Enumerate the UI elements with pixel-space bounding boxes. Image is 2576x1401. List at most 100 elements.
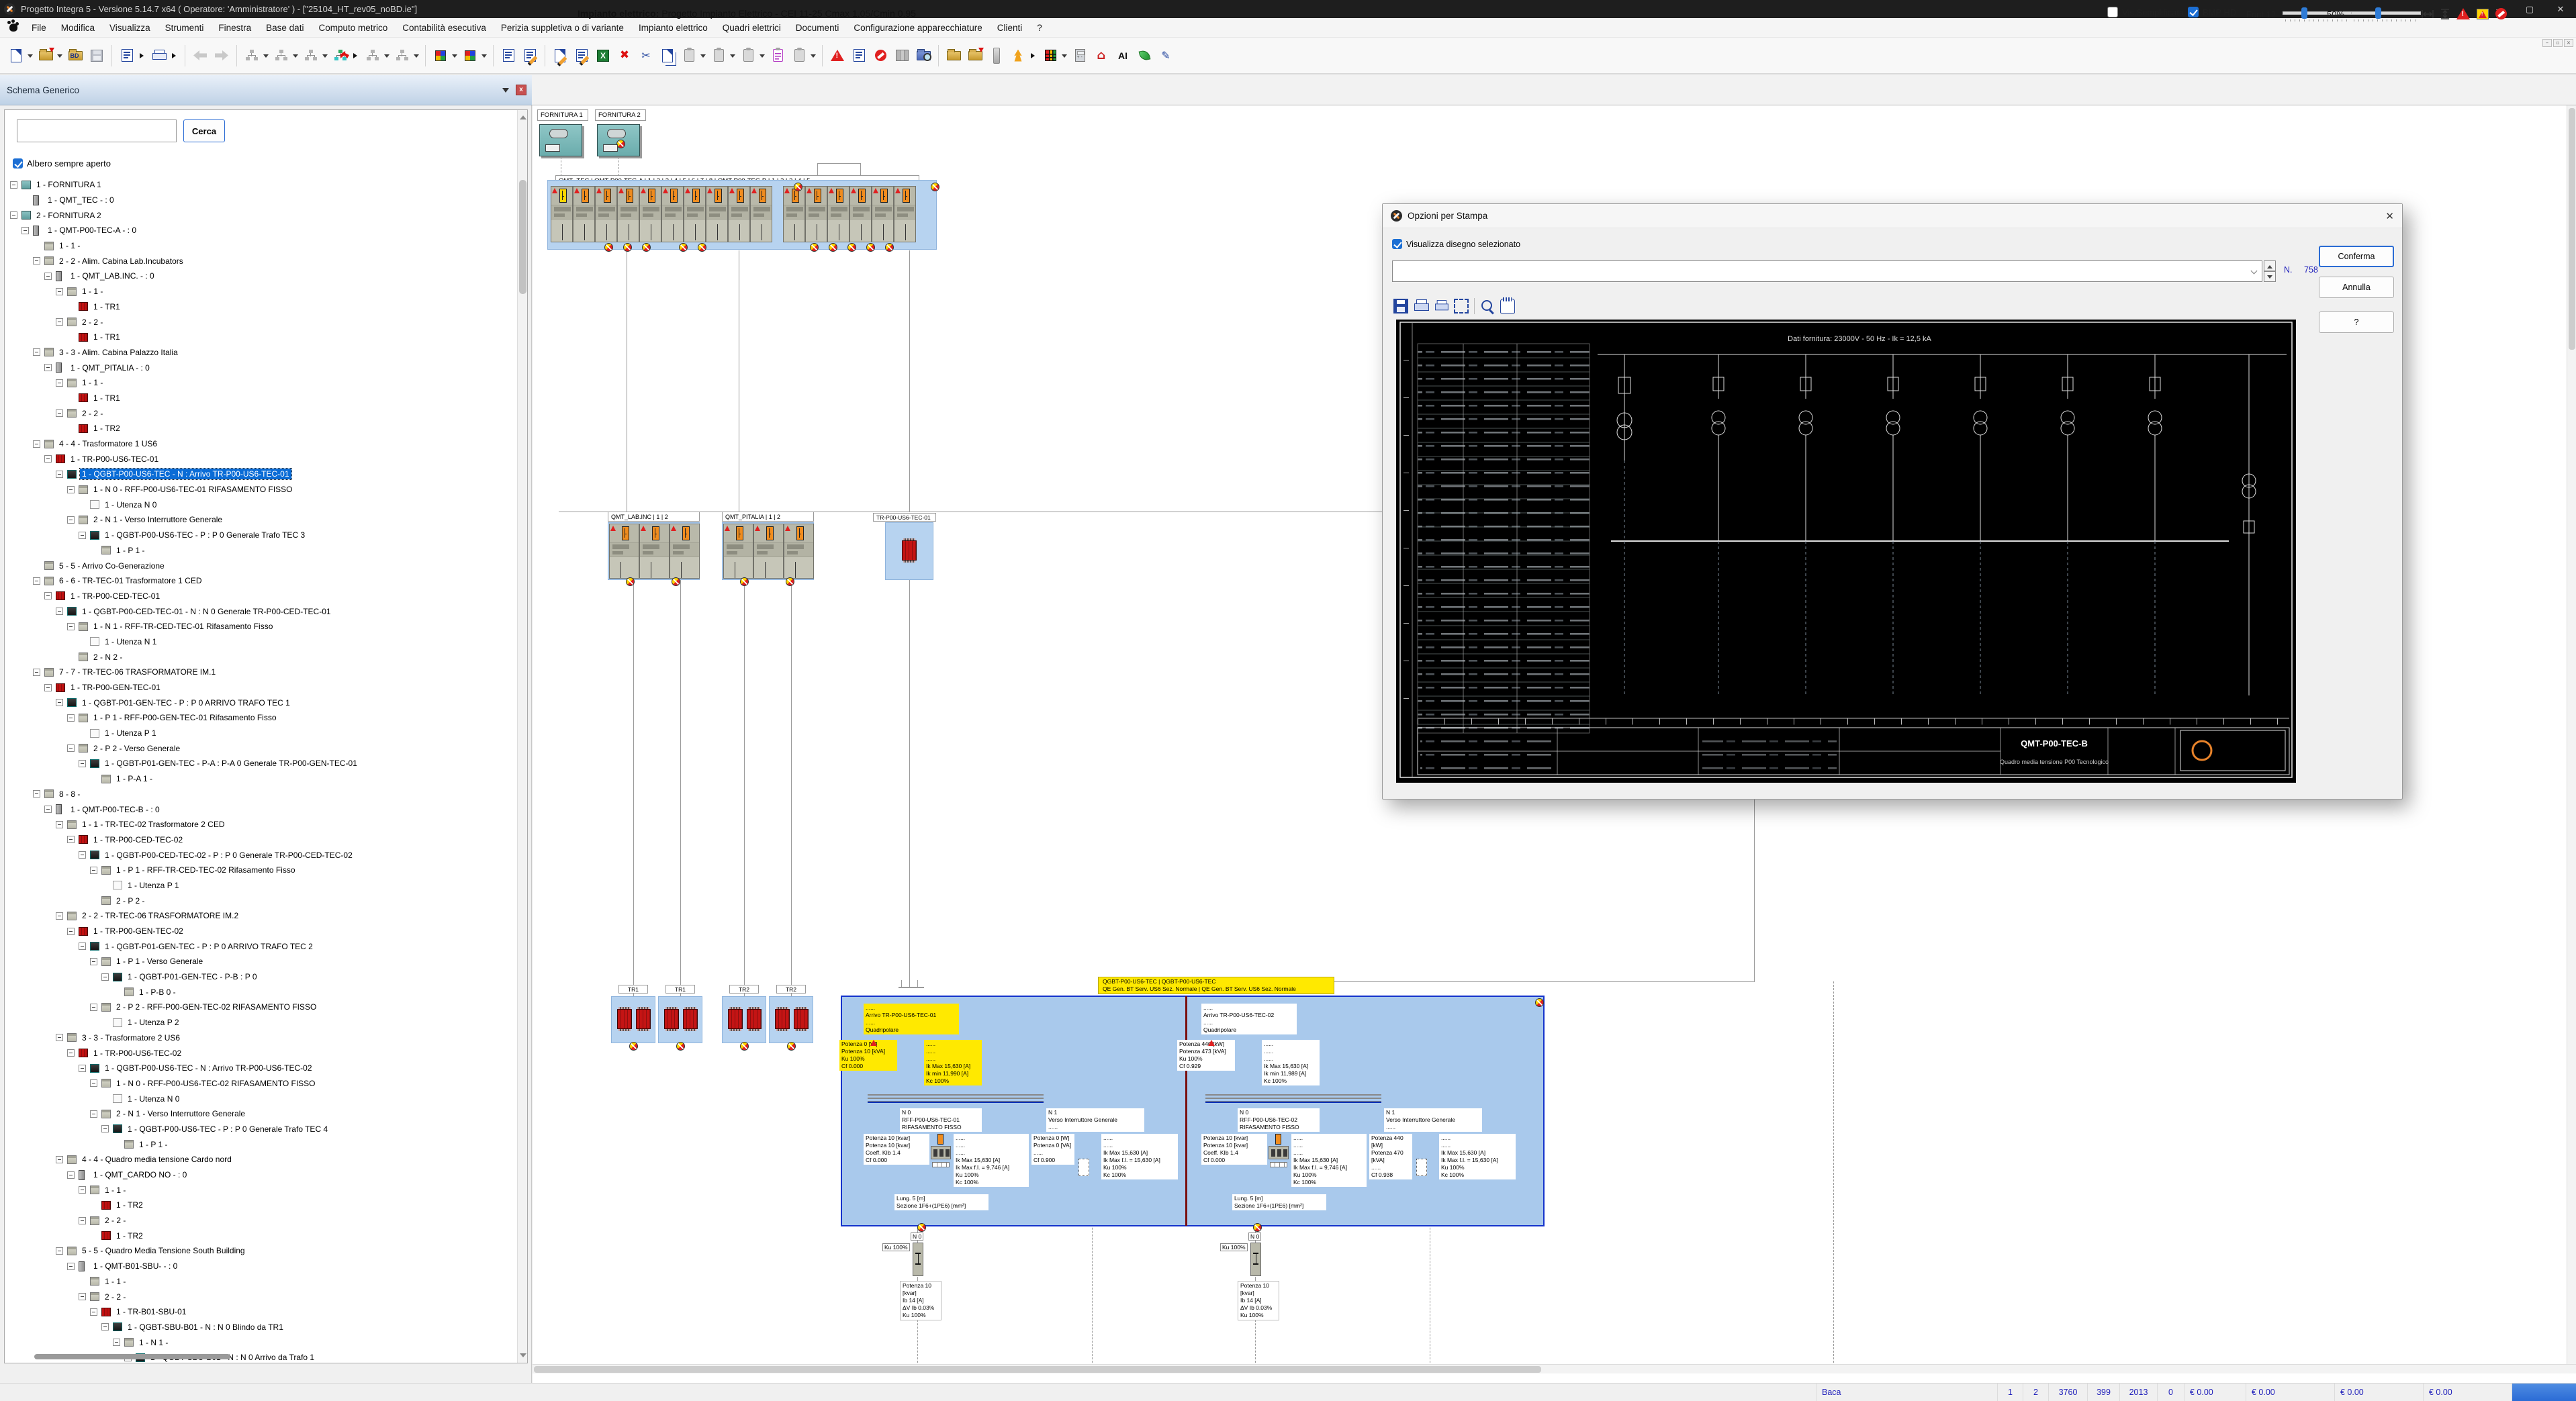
expander-icon[interactable] (56, 1247, 63, 1255)
tree-insert-caret[interactable] (263, 54, 269, 60)
tree-row[interactable]: 2 - 2 - TR-TEC-06 TRASFORMATORE IM.2 (6, 908, 519, 924)
tree-row[interactable]: 5 - 5 - Quadro Media Tensione South Buil… (6, 1243, 519, 1259)
expander-icon[interactable] (101, 1125, 109, 1133)
tree-link-caret[interactable] (384, 54, 389, 60)
lv-cubicle[interactable] (670, 524, 700, 579)
list-view-button[interactable] (498, 42, 518, 69)
tree-row[interactable]: 1 - QMT_PITALIA - : 0 (6, 360, 519, 375)
tree-row[interactable]: 1 - P-A 1 - (6, 771, 519, 787)
mv-cubicle[interactable] (728, 186, 750, 242)
tree-append-caret[interactable] (293, 54, 298, 60)
tree-row[interactable]: 1 - QGBT-P00-US6-TEC - P : P 0 Generale … (6, 528, 519, 543)
tree-row[interactable]: 1 - QMT-B01-SBU- - : 0 (6, 1259, 519, 1274)
print-preview-flyout[interactable] (140, 52, 146, 58)
column-tool-button[interactable] (986, 42, 1007, 69)
tree-row[interactable]: 1 - Utenza N 0 (6, 497, 519, 512)
tree-row[interactable]: 1 - QMT_LAB.INC. - : 0 (6, 269, 519, 284)
bmp-hd-control[interactable]: BMP HD (2188, 7, 2236, 17)
expander-icon[interactable] (56, 1034, 63, 1042)
sidebar-close-button[interactable]: x (516, 85, 526, 95)
vis-semplificata-control[interactable]: Vis.Semplificata (2107, 7, 2184, 17)
expander-icon[interactable] (44, 683, 52, 691)
lv-cubicle[interactable] (639, 524, 670, 579)
tree-row[interactable]: 1 - QMT-P00-TEC-B - : 0 (6, 802, 519, 817)
tree-row[interactable]: 1 - N 1 - RFF-TR-CED-TEC-01 Rifasamento … (6, 619, 519, 634)
tree-row[interactable]: 2 - 2 - (6, 405, 519, 421)
report-warnings-button[interactable] (849, 42, 869, 69)
tree-row[interactable]: 1 - TR2 (6, 1198, 519, 1213)
lv-panel-title[interactable]: QGBT-P00-US6-TEC | QGBT-P00-US6-TEC QE G… (1098, 977, 1334, 994)
expander-icon[interactable] (33, 668, 40, 676)
expander-icon[interactable] (56, 409, 63, 418)
tree-row[interactable]: 1 - FORNITURA 1 (6, 177, 519, 193)
expander-icon[interactable] (79, 851, 86, 859)
expander-icon[interactable] (79, 759, 86, 767)
tree-row[interactable]: 6 - 6 - TR-TEC-01 Trasformatore 1 CED (6, 573, 519, 589)
mv-cubicle[interactable] (783, 186, 805, 242)
expander-icon[interactable] (79, 1293, 86, 1301)
cancel-button[interactable]: Annulla (2319, 277, 2394, 298)
lv-right-n1-power-label[interactable]: Potenza 440 [kW] Potenza 470 [kVA] .....… (1369, 1134, 1412, 1180)
mv-cubicle[interactable] (595, 186, 617, 242)
paste-link-caret[interactable] (760, 54, 765, 60)
expander-icon[interactable] (90, 1003, 97, 1011)
edit-list-button[interactable] (571, 42, 592, 69)
color-view-caret[interactable] (452, 54, 457, 60)
mv-cubicle[interactable] (684, 186, 706, 242)
tree-row[interactable]: 2 - N 1 - Verso Interruttore Generale (6, 1106, 519, 1122)
print-drawing-icon[interactable] (1414, 299, 1429, 313)
menu-item[interactable]: Documenti (795, 22, 839, 33)
lv-left-n1-ik-label[interactable]: ...... ...... Ik Max 15,630 [A] Ik Max f… (1101, 1134, 1178, 1180)
tree-row[interactable]: 2 - 2 - (6, 1213, 519, 1228)
lv-cubicle[interactable] (784, 524, 814, 579)
ku-label[interactable]: Ku 100% (1220, 1243, 1248, 1251)
mv-cubicle[interactable] (639, 186, 661, 242)
tree-vertical-scrollbar[interactable] (517, 110, 527, 1363)
tree-row[interactable]: 1 - P 1 - (6, 1137, 519, 1152)
expander-icon[interactable] (56, 1155, 63, 1163)
tree-row[interactable]: 1 - Utenza N 0 (6, 1091, 519, 1106)
mv-cubicle[interactable] (551, 186, 573, 242)
tree-row[interactable]: 1 - 1 - (6, 1274, 519, 1290)
expander-icon[interactable] (67, 744, 75, 753)
load-label[interactable]: Potenza 10 [kvar] Ib 14 [A] ΔV Ib 0.03% … (1238, 1281, 1279, 1321)
show-selected-drawing-checkbox[interactable] (1392, 239, 1402, 249)
block-button[interactable] (870, 42, 890, 69)
lv-right-rff-power-label[interactable]: Potenza 10 [kvar] Potenza 10 [kvar] Coef… (1201, 1134, 1267, 1165)
fornitura1-label[interactable]: FORNITURA 1 (537, 109, 588, 121)
menu-item[interactable]: Perizia suppletiva o di variante (500, 22, 624, 33)
lv-left-cable-label[interactable]: Lung. 5 [m] Sezione 1F6+(1PE6) [mm²] (894, 1194, 988, 1211)
lv-right-power-label[interactable]: Potenza 440 [kW] Potenza 473 [kVA] Ku 10… (1177, 1040, 1235, 1071)
menu-item[interactable]: Configurazione apparecchiature (854, 22, 982, 33)
menu-item[interactable]: Strumenti (165, 22, 204, 33)
expander-icon[interactable] (90, 1308, 97, 1316)
tree-row[interactable]: 1 - Utenza P 1 (6, 726, 519, 741)
tree-row[interactable]: 2 - N 1 - Verso Interruttore Generale (6, 512, 519, 528)
help-button[interactable]: ? (2319, 311, 2394, 333)
close-button[interactable]: ✕ (2557, 3, 2565, 14)
tree-row[interactable]: 1 - 1 - (6, 375, 519, 391)
tree-row[interactable]: 1 - TR2 (6, 1228, 519, 1243)
tree-row[interactable]: 1 - QGBT-SBU-B01 - N : N 0 Blindo da TR1 (6, 1320, 519, 1335)
highlight-flyout[interactable] (1031, 52, 1038, 58)
dialog-title-bar[interactable]: Opzioni per Stampa ✕ (1383, 204, 2402, 228)
capacitor-bank-device[interactable] (1267, 1134, 1290, 1169)
mv-cubicle[interactable] (849, 186, 872, 242)
expander-icon[interactable] (67, 516, 75, 524)
tree-row[interactable]: 8 - 8 - (6, 787, 519, 802)
expander-icon[interactable] (67, 1049, 75, 1057)
dialog-close-button[interactable]: ✕ (2385, 209, 2394, 222)
tree-row[interactable]: 1 - TR1 (6, 330, 519, 345)
expander-icon[interactable] (67, 1171, 75, 1179)
tree-row[interactable]: 5 - 5 - Arrivo Co-Generazione (6, 558, 519, 573)
tree-row[interactable]: 1 - 1 - (6, 238, 519, 254)
vis-semplificata-checkbox[interactable] (2107, 7, 2118, 17)
expander-icon[interactable] (56, 912, 63, 920)
tree-move-caret[interactable] (322, 54, 328, 60)
tree-row[interactable]: 1 - N 0 - RFF-P00-US6-TEC-02 RIFASAMENTO… (6, 1076, 519, 1092)
lv-left-rff-power-label[interactable]: Potenza 10 [kvar] Potenza 10 [kvar] Coef… (864, 1134, 929, 1165)
tree-link-button[interactable] (363, 42, 383, 69)
mv-cubicle[interactable] (706, 186, 728, 242)
tree-row[interactable]: 4 - 4 - Quadro media tensione Cardo nord (6, 1152, 519, 1167)
tree-row[interactable]: 1 - QGBT-P00-US6-TEC - N : Arrivo TR-P00… (6, 1061, 519, 1076)
